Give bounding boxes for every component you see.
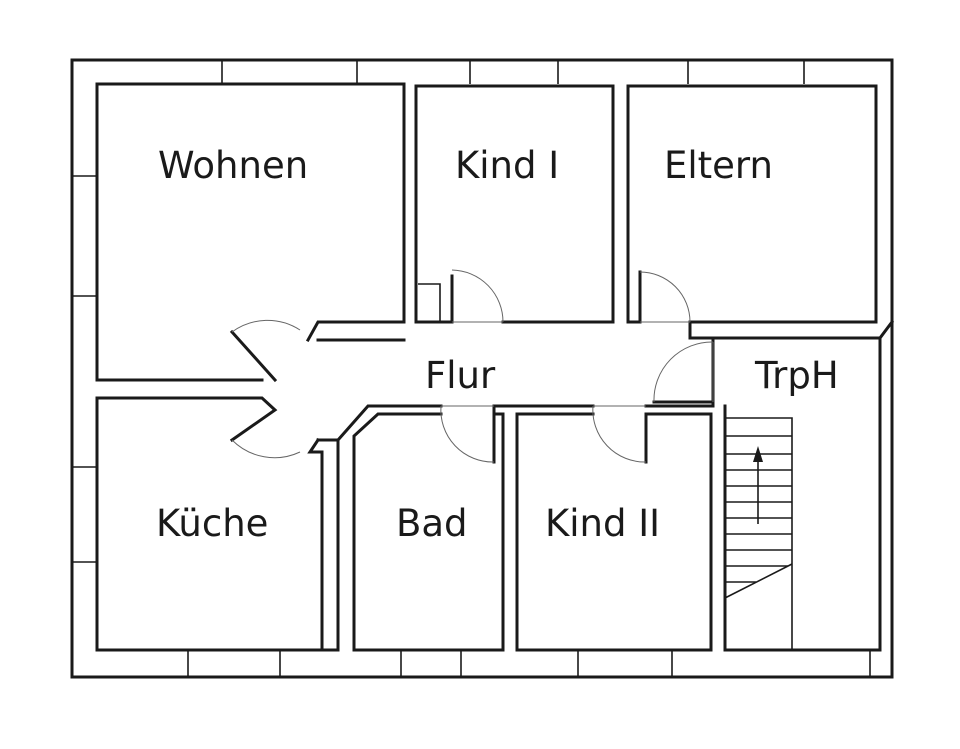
room-bad xyxy=(352,404,505,652)
label-kind-2: Kind II xyxy=(545,502,660,545)
stair-up-arrow-icon xyxy=(753,446,763,524)
label-wohnen: Wohnen xyxy=(158,144,308,187)
room-flur xyxy=(316,320,882,652)
label-trph: TrpH xyxy=(754,354,839,397)
label-flur: Flur xyxy=(425,354,496,397)
exterior-walls xyxy=(70,58,895,679)
label-kueche: Küche xyxy=(156,502,268,545)
label-kind-1: Kind I xyxy=(455,144,559,187)
room-wohnen xyxy=(95,82,406,383)
room-kueche xyxy=(95,396,324,652)
room-kind-1 xyxy=(414,84,615,324)
window-marks xyxy=(72,60,871,677)
door-swings xyxy=(231,269,714,463)
room-kind-2 xyxy=(515,412,713,652)
room-eltern xyxy=(626,84,878,324)
label-bad: Bad xyxy=(396,502,468,545)
label-eltern: Eltern xyxy=(664,144,773,187)
